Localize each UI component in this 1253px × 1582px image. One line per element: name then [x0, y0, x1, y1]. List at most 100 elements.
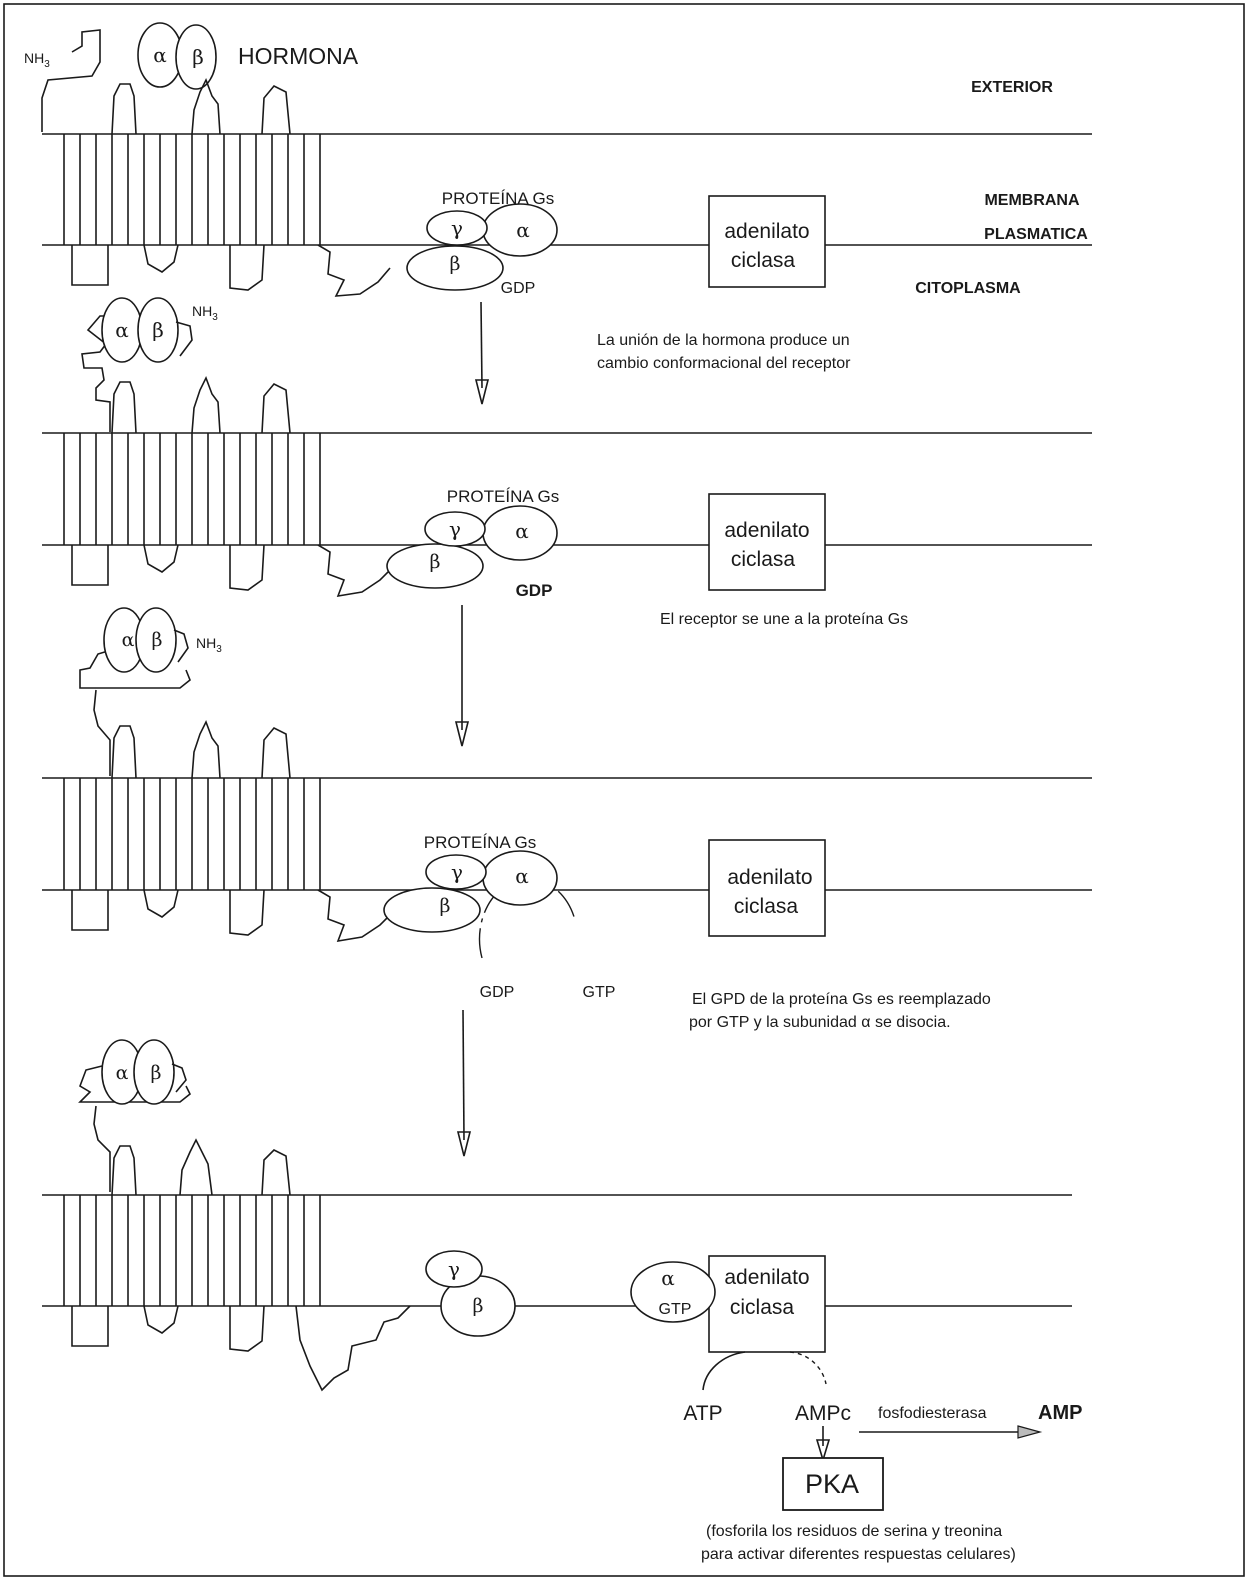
- intracellular-loop: [230, 890, 264, 935]
- extracellular-loop: [262, 728, 290, 778]
- intracellular-loop: [72, 890, 108, 930]
- receptor-c-terminus: [318, 890, 392, 941]
- caption-1-line-2: cambio conformacional del receptor: [597, 355, 851, 372]
- beta-label: β: [430, 551, 441, 573]
- intracellular-loop: [144, 1306, 178, 1333]
- beta-label: β: [450, 253, 461, 275]
- intracellular-loop: [144, 245, 178, 272]
- gtp-label: GTP: [659, 1301, 692, 1318]
- gdp-label: GDP: [501, 280, 536, 297]
- exterior-label: EXTERIOR: [971, 79, 1053, 96]
- extracellular-loop: [262, 384, 290, 433]
- hormone-alpha-label: α: [115, 318, 129, 342]
- gamma-label: γ: [449, 517, 461, 541]
- protein-gs-label: PROTEÍNA Gs: [424, 833, 536, 852]
- cyclase-label: ciclasa: [734, 895, 799, 918]
- extracellular-loop: [262, 1150, 290, 1195]
- hormone-beta-label: β: [192, 45, 204, 69]
- cyclase-label: ciclasa: [731, 249, 796, 272]
- cyclase-label: ciclasa: [730, 1296, 795, 1319]
- receptor-2: [64, 378, 392, 596]
- membrane-4: [42, 1195, 1072, 1306]
- beta-label: β: [440, 895, 451, 917]
- hormone-beta-label: β: [151, 1062, 162, 1084]
- receptor-n-terminus-1: [42, 30, 100, 132]
- cytoplasm-label: CITOPLASMA: [915, 280, 1021, 297]
- nh3-label-2: NH3: [192, 303, 218, 323]
- cyclase-label: ciclasa: [731, 548, 796, 571]
- gamma-label: γ: [451, 860, 463, 884]
- g-protein-1: PROTEÍNA Gs γ α β GDP: [407, 189, 557, 297]
- amp-label: AMP: [1038, 1402, 1082, 1424]
- caption-1-line-1: La unión de la hormona produce un: [597, 332, 850, 349]
- pka-caption-line-1: (fosforila los residuos de serina y treo…: [706, 1523, 1002, 1540]
- intracellular-loop: [72, 545, 108, 585]
- adenylate-label: adenilato: [724, 1266, 809, 1289]
- receptor-c-terminus: [318, 545, 392, 596]
- g-protein-3: PROTEÍNA Gs γ α β GDP GTP: [384, 833, 615, 1001]
- receptor-helix-bars: [64, 134, 320, 245]
- extracellular-loop: [192, 378, 220, 433]
- gdp-label: GDP: [516, 581, 553, 600]
- panel-4: α β: [42, 1040, 1082, 1563]
- down-arrow: [463, 1010, 464, 1140]
- panel-1: α β HORMONA NH3: [24, 23, 1092, 297]
- hormone-3: α β NH3: [80, 608, 222, 776]
- g-protein-4: γ β: [426, 1251, 515, 1336]
- alpha-label: α: [515, 864, 529, 888]
- caption-3-line-2: por GTP y la subunidad α se disocia.: [689, 1014, 951, 1031]
- adenylate-cyclase-4: α GTP adenilato ciclasa: [631, 1256, 825, 1352]
- adenylate-cyclase-box: [709, 494, 825, 590]
- receptor-3: [64, 722, 392, 941]
- gamma-label: γ: [451, 216, 463, 240]
- hormone-1: α β HORMONA: [138, 23, 359, 89]
- adenylate-cyclase-1: adenilato ciclasa: [709, 196, 825, 287]
- extracellular-loop: [112, 84, 136, 134]
- hormone-alpha-label: α: [122, 629, 135, 651]
- down-arrow: [481, 302, 482, 388]
- hormone-alpha-label: α: [153, 43, 167, 67]
- gdp-label: GDP: [480, 984, 515, 1001]
- campc-label: AMPc: [795, 1402, 851, 1425]
- extracellular-loop: [262, 86, 290, 134]
- hormone-2: α β NH3: [82, 298, 218, 432]
- panel-2: α β NH3: [42, 298, 1092, 628]
- adenylate-label: adenilato: [724, 519, 809, 542]
- receptor-helix-bars: [64, 778, 320, 890]
- adenylate-label: adenilato: [724, 220, 809, 243]
- extracellular-loop: [112, 726, 136, 778]
- membrane-3: [42, 778, 1092, 890]
- nh3-label-1: NH3: [24, 50, 50, 70]
- intracellular-loop: [72, 1306, 108, 1346]
- alpha-label: α: [516, 218, 530, 242]
- membrane-1: [42, 134, 1092, 245]
- protein-gs-label: PROTEÍNA Gs: [447, 487, 559, 506]
- pka-box: PKA: [783, 1458, 883, 1510]
- intracellular-loop: [230, 1306, 264, 1351]
- extracellular-loop: [180, 1140, 212, 1195]
- g-protein-2: PROTEÍNA Gs γ α β GDP: [387, 487, 559, 600]
- receptor-helix-bars: [64, 1195, 320, 1306]
- adenylate-label: adenilato: [727, 866, 812, 889]
- atp-arc: [703, 1352, 745, 1390]
- intracellular-loop: [144, 890, 178, 917]
- nh3-label-3: NH3: [196, 635, 222, 655]
- hormone-beta-label: β: [152, 629, 163, 651]
- pka-label: PKA: [805, 1469, 859, 1499]
- plasmatic-label: PLASMATICA: [984, 226, 1088, 243]
- arrowhead-icon: [1018, 1426, 1040, 1438]
- phosphodiesterase-label: fosfodiesterasa: [878, 1405, 987, 1422]
- protein-gs-label: PROTEÍNA Gs: [442, 189, 554, 208]
- hormone-beta-label: β: [152, 318, 164, 342]
- receptor-c-terminus: [296, 1306, 410, 1390]
- alpha-label: α: [515, 519, 529, 543]
- receptor-c-terminus: [318, 245, 390, 296]
- adenylate-cyclase-3: adenilato ciclasa: [709, 840, 825, 936]
- receptor-1: [64, 80, 390, 296]
- adenylate-cyclase-2: adenilato ciclasa: [709, 494, 825, 590]
- intracellular-loop: [230, 245, 264, 290]
- g-beta-subunit: [384, 888, 480, 932]
- membrane-2: [42, 433, 1092, 545]
- extracellular-loop: [192, 722, 220, 778]
